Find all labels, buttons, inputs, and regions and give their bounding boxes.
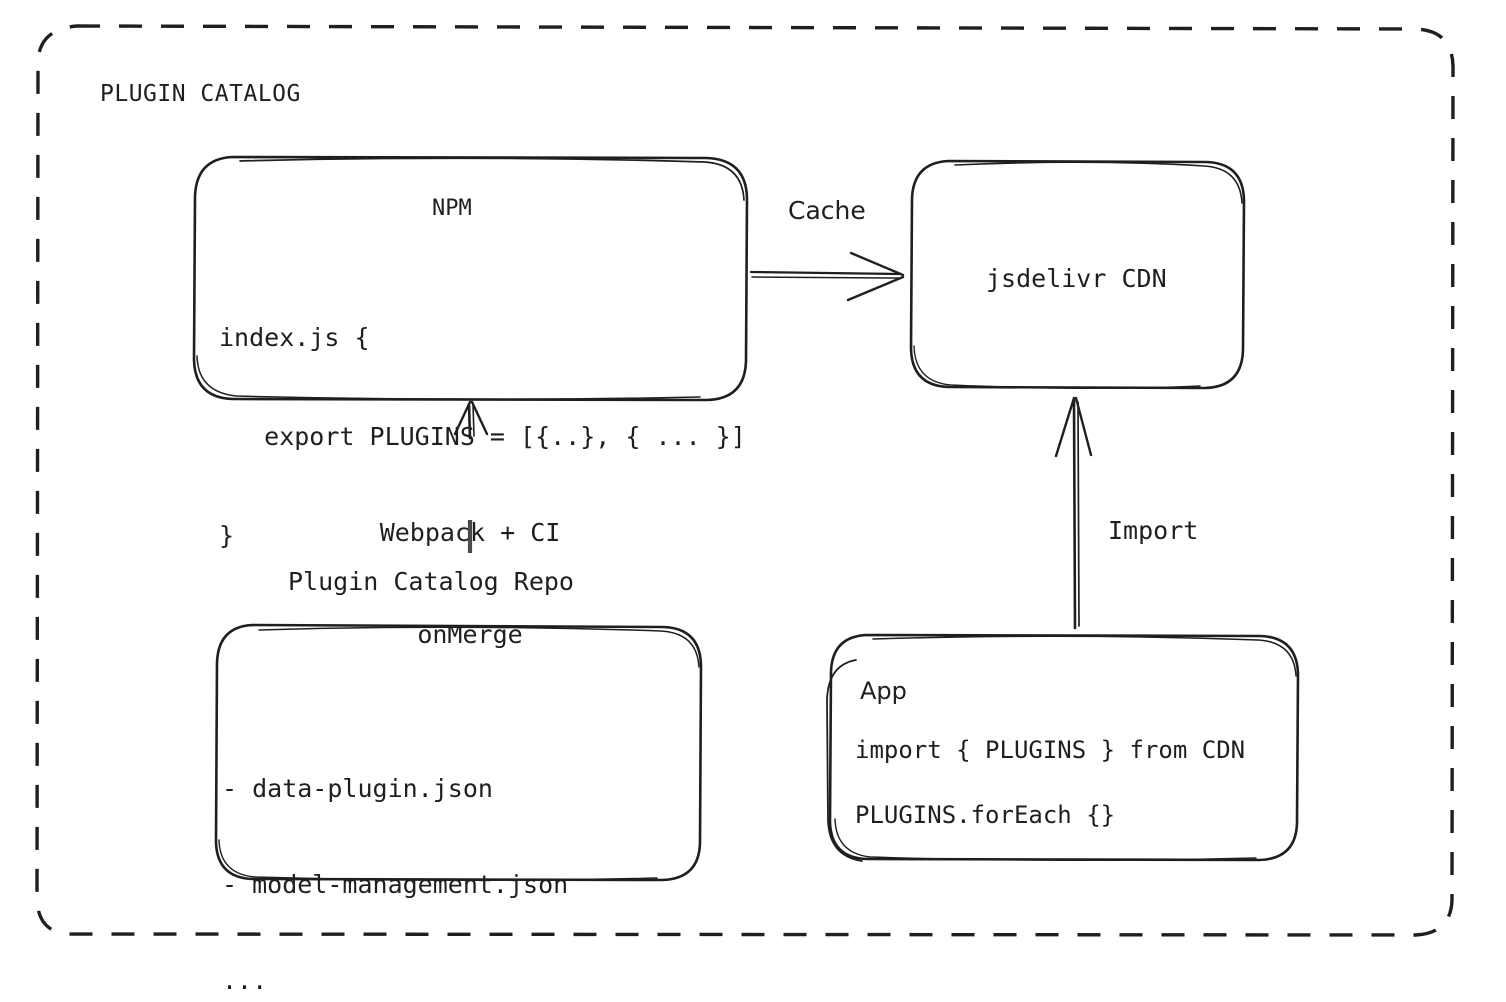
node-npm-code-line: index.js { [219,323,370,352]
edge-label-import: Import [1108,516,1199,545]
node-npm-code: index.js { export PLUGINS = [{..}, { ...… [219,255,746,618]
list-item: ... [222,966,268,995]
edge-npm-to-cdn [749,251,905,302]
list-item: - model-management.json [222,870,569,899]
edge-app-to-cdn [1054,396,1093,630]
edge-label-cache: Cache [788,196,866,225]
node-app-code-line: import { PLUGINS } from CDN [855,736,1246,764]
node-npm-code-line: export PLUGINS = [{..}, { ... }] [219,422,746,451]
node-repo-file-list: - data-plugin.json - model-management.js… [222,709,568,1002]
node-repo-title: Plugin Catalog Repo [288,567,574,596]
edge-label-line: onMerge [417,620,523,649]
node-app-code-line: PLUGINS.forEach {} [855,801,1116,829]
node-npm-code-line: } [219,521,235,550]
list-item: - data-plugin.json [222,774,493,803]
edge-label-webpack-ci: Webpack + CI onMerge [375,448,565,720]
group-title: PLUGIN CATALOG [100,81,301,107]
edge-label-line: Webpack + CI [379,518,561,547]
node-cdn-title: jsdelivr CDN [986,264,1167,293]
node-app-title: App [860,677,907,705]
node-npm-title: NPM [432,196,472,221]
